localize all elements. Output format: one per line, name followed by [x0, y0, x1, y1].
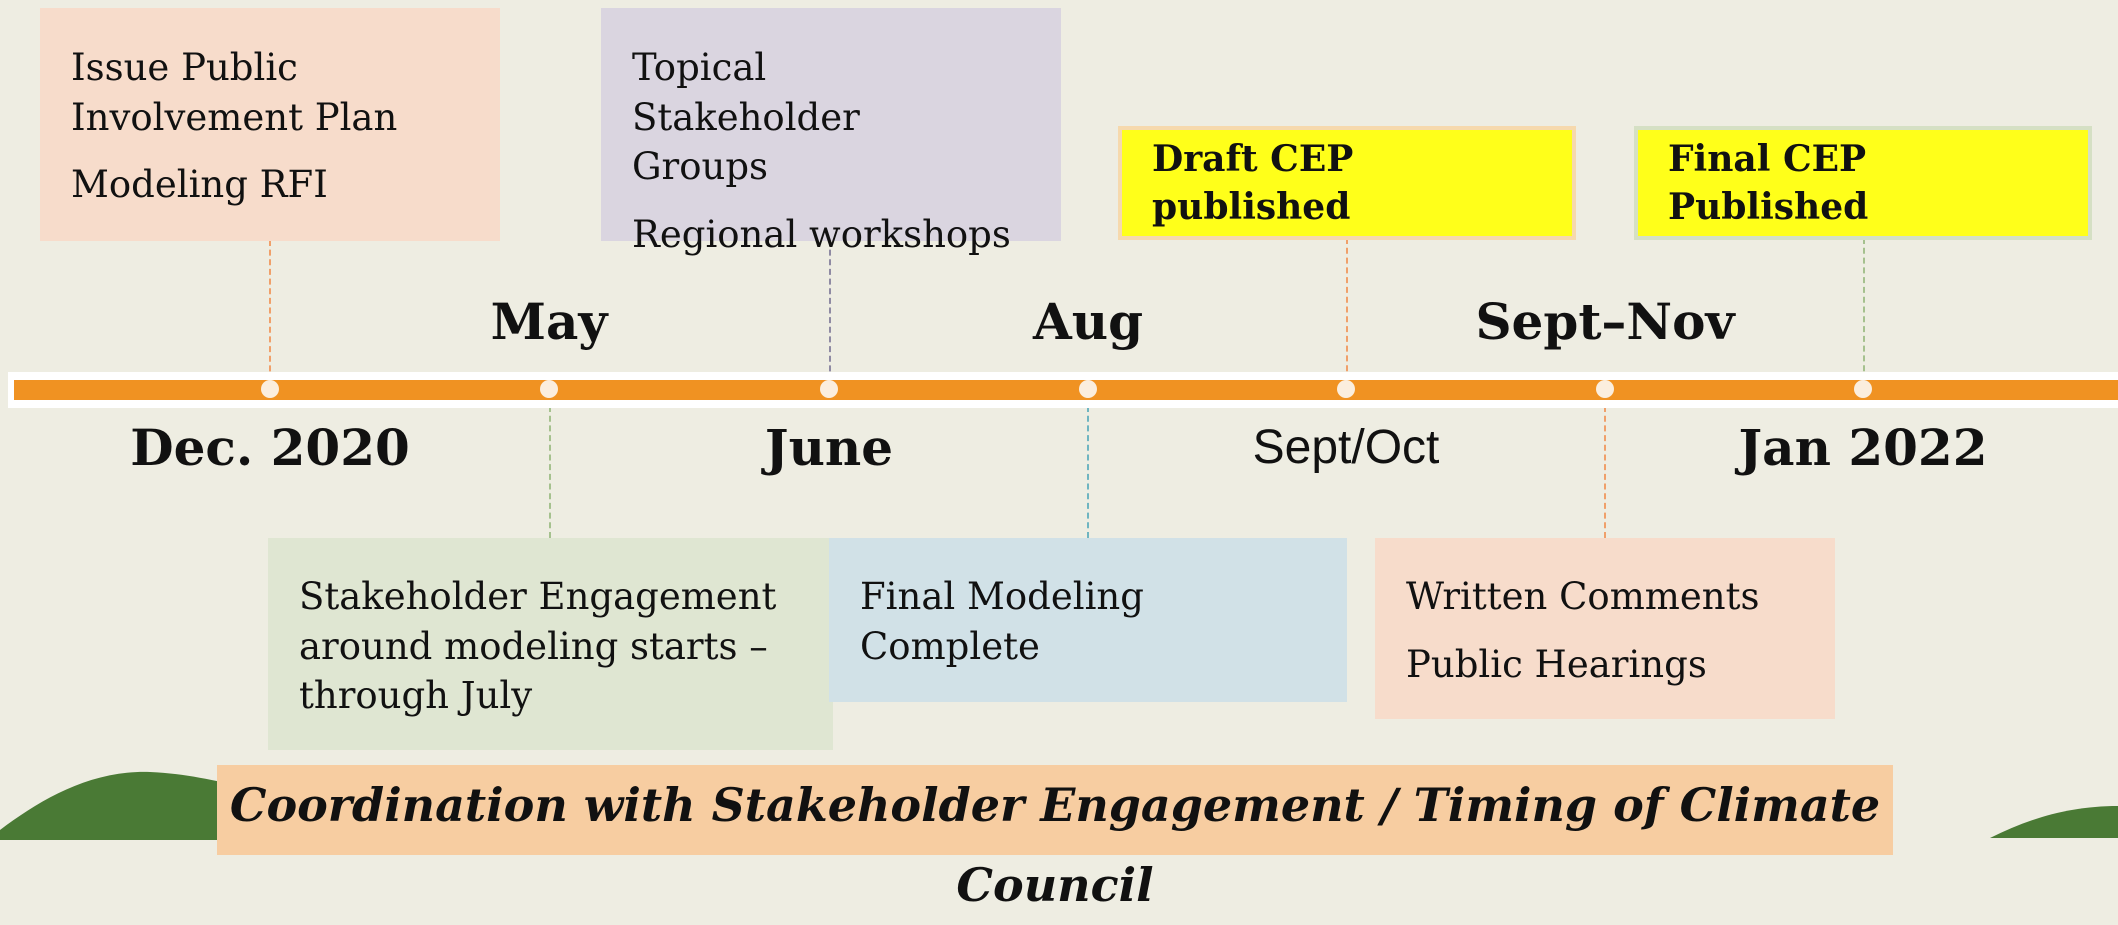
milestone-dec2020: Dec. 2020 — [130, 418, 410, 477]
event-issue-plan: Issue Public Involvement Plan — [71, 46, 398, 139]
event-final-modeling: Final Modeling Complete — [860, 575, 1144, 668]
hill-left-shape — [0, 771, 260, 840]
event-written-comments: Written Comments — [1406, 575, 1760, 618]
timeline-dot-septoct — [1337, 380, 1355, 398]
timeline-dot-june — [820, 380, 838, 398]
event-regional-workshops: Regional workshops — [632, 212, 1011, 256]
milestone-jan2022: Jan 2022 — [1738, 418, 1988, 477]
connector-dec2020 — [269, 240, 271, 381]
hill-right-decoration — [1990, 806, 2118, 838]
hill-left-decoration — [0, 771, 260, 840]
event-engagement-box: Stakeholder Engagement around modeling s… — [268, 538, 833, 750]
connector-aug — [1087, 406, 1089, 538]
timeline-dot-may — [540, 380, 558, 398]
event-engagement: Stakeholder Engagement around modeling s… — [299, 575, 777, 718]
event-final-cep-box: Final CEP Published — [1634, 126, 2092, 240]
event-public-hearings: Public Hearings — [1406, 642, 1707, 686]
coordination-banner: Coordination with Stakeholder Engagement… — [217, 765, 1893, 912]
event-modeling-rfi: Modeling RFI — [71, 163, 328, 207]
event-written-comments-box: Written Comments Public Hearings — [1375, 538, 1835, 719]
milestone-septnov: Sept–Nov — [1475, 292, 1735, 351]
milestone-septoct: Sept/Oct — [1252, 421, 1440, 474]
event-topical-groups: Topical Stakeholder Groups — [632, 46, 860, 189]
event-final-cep: Final CEP Published — [1668, 137, 1869, 228]
event-draft-cep-box: Draft CEP published — [1118, 126, 1576, 240]
connector-septoct-top — [1346, 238, 1348, 381]
timeline-axis — [8, 372, 2118, 408]
connector-june — [829, 240, 831, 381]
timeline-dot-jan2022 — [1854, 380, 1872, 398]
timeline-dot-septnov — [1596, 380, 1614, 398]
milestone-aug: Aug — [1032, 292, 1144, 351]
event-topical-groups-box: Topical Stakeholder Groups Regional work… — [601, 8, 1061, 256]
timeline-dot-dec2020 — [261, 380, 279, 398]
event-final-modeling-box: Final Modeling Complete — [829, 538, 1347, 702]
timeline-dot-aug — [1079, 380, 1097, 398]
event-issue-plan-box: Issue Public Involvement Plan Modeling R… — [40, 8, 500, 241]
milestone-may: May — [490, 292, 608, 351]
milestone-june: June — [764, 418, 894, 477]
connector-jan2022 — [1863, 238, 1865, 381]
connector-may — [549, 406, 551, 538]
hill-right-shape — [1990, 806, 2118, 838]
event-draft-cep: Draft CEP published — [1152, 137, 1354, 228]
connector-septnov — [1604, 406, 1606, 538]
timeline-bar — [14, 380, 2118, 400]
